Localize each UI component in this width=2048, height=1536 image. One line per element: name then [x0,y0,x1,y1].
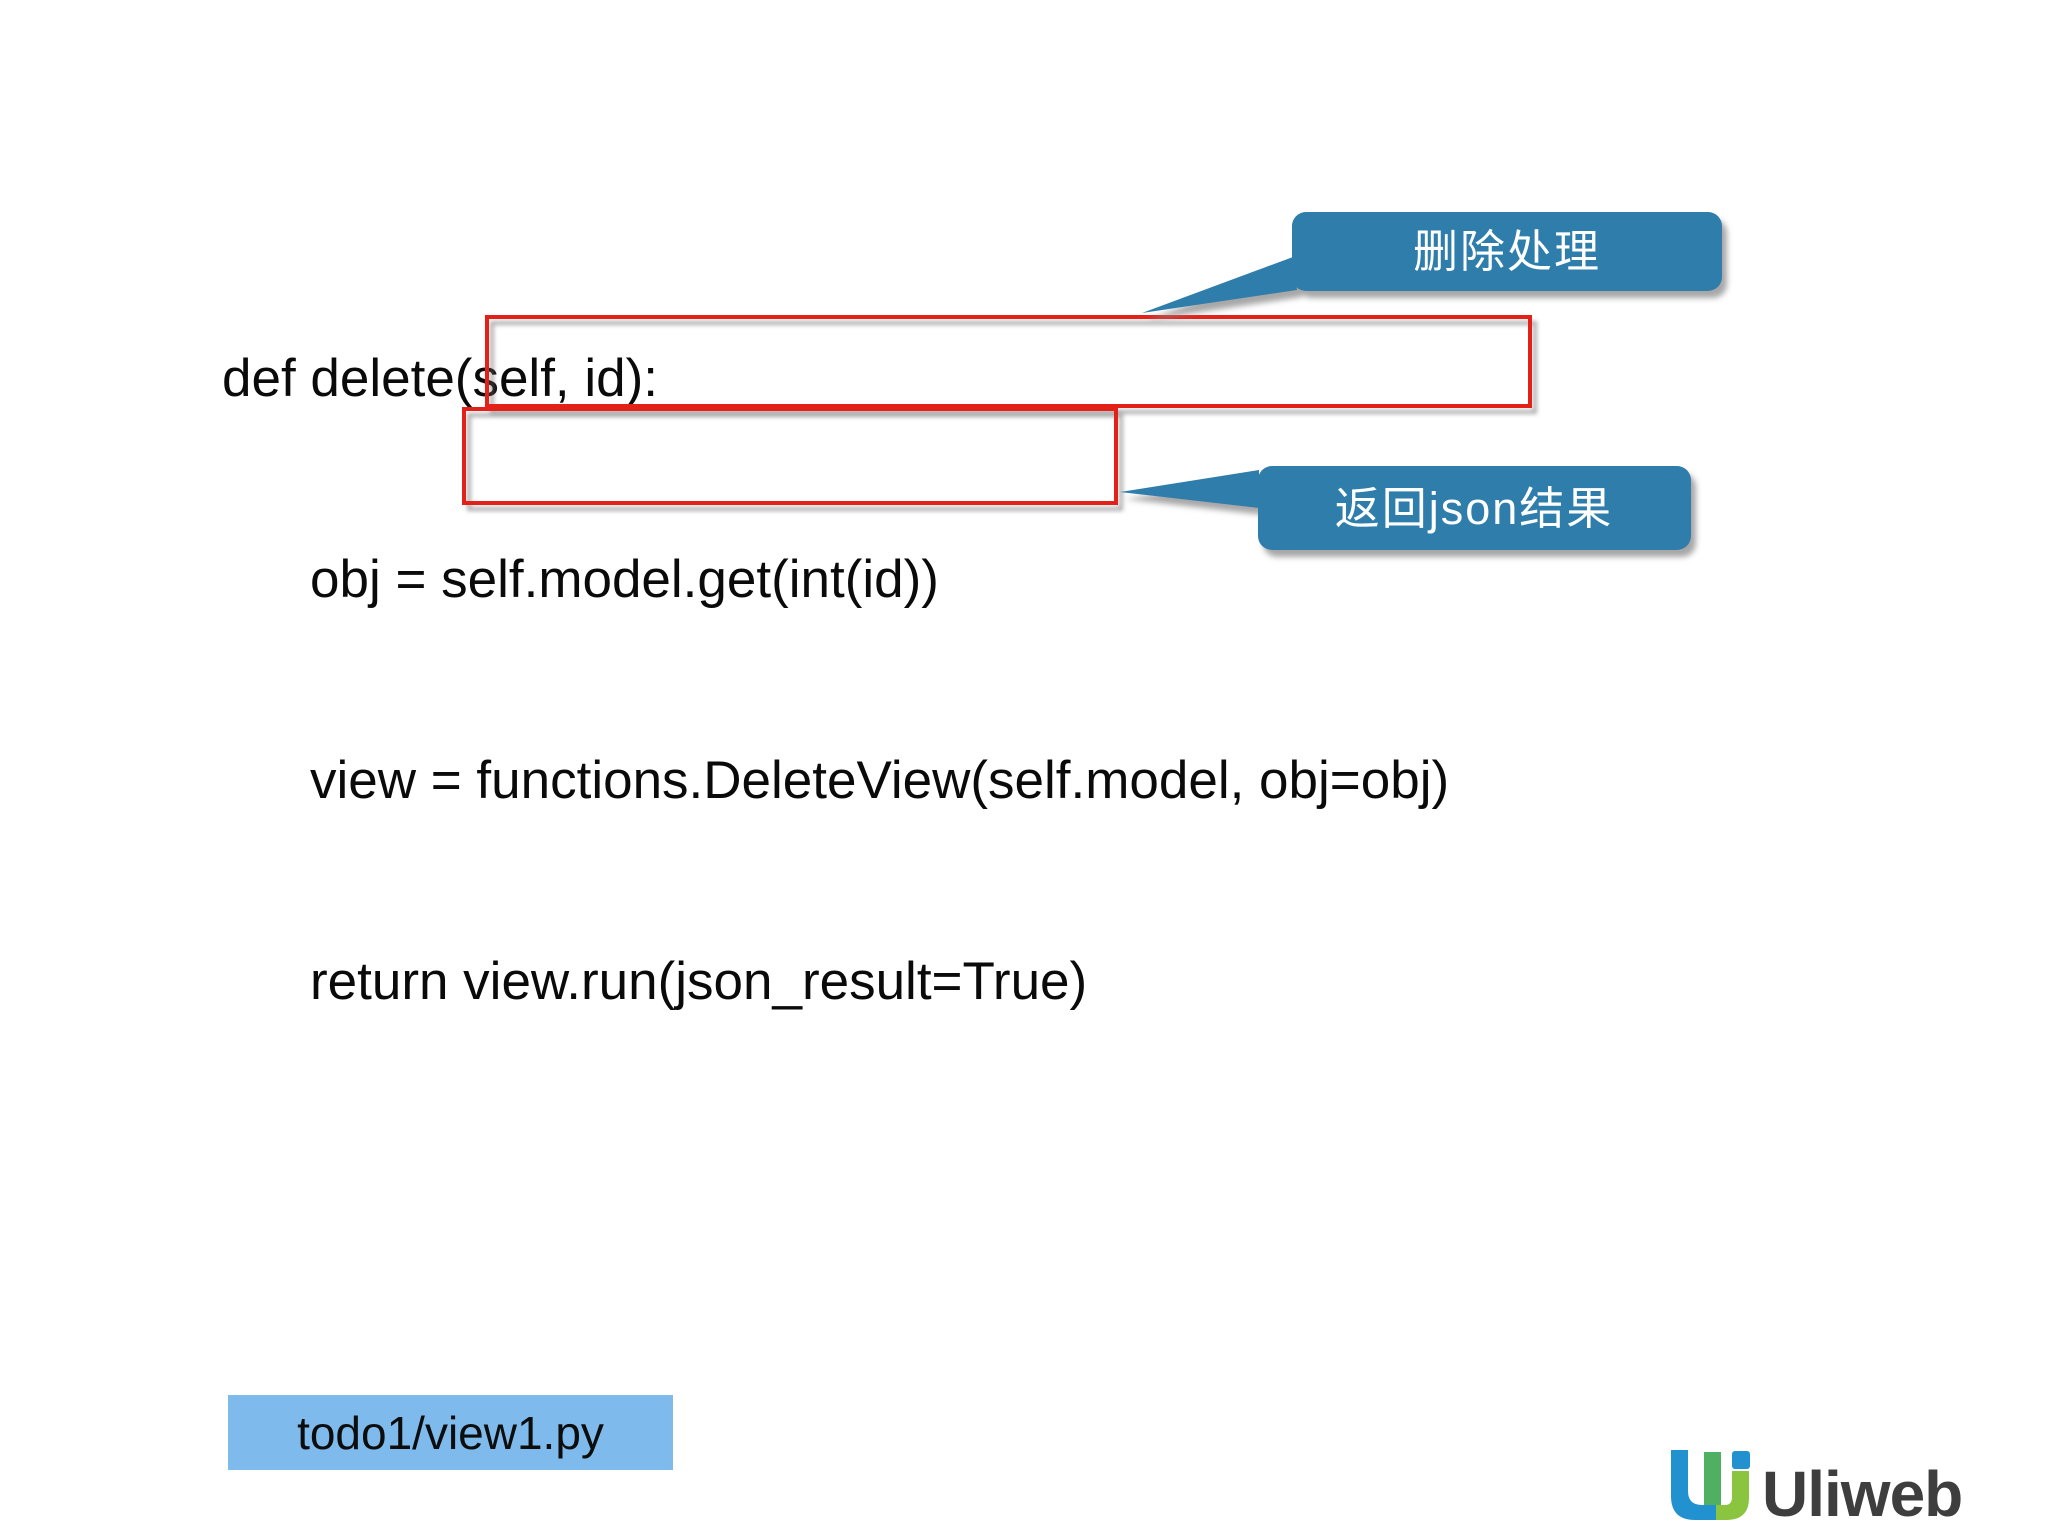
callout-label: 返回json结果 [1335,483,1614,534]
code-line: return view.run(json_result=True) [310,952,1088,1011]
file-label-text: todo1/view1.py [297,1406,604,1459]
callout-label: 删除处理 [1413,226,1601,277]
highlight-box-deleteview [485,315,1532,408]
callout-pointer [1120,470,1259,508]
code-block: def delete(self, id): obj = self.model.g… [222,211,1449,1149]
uliweb-logo-icon [1671,1450,1750,1520]
uliweb-logo-text: Uliweb [1762,1458,1963,1530]
code-line: obj = self.model.get(int(id)) [310,550,939,609]
callout-return-json: 返回json结果 [1120,466,1691,550]
code-line: view = functions.DeleteView(self.model, … [310,751,1450,810]
uliweb-logo: Uliweb [1668,1444,1963,1526]
callout-body [1292,212,1722,291]
file-label: todo1/view1.py [228,1395,673,1470]
callout-pointer [1142,257,1297,313]
callout-delete-processing: 删除处理 [1142,212,1722,313]
code-line: def delete(self, id): [222,349,659,408]
highlight-box-json-result [462,407,1118,505]
callout-body [1258,466,1691,550]
